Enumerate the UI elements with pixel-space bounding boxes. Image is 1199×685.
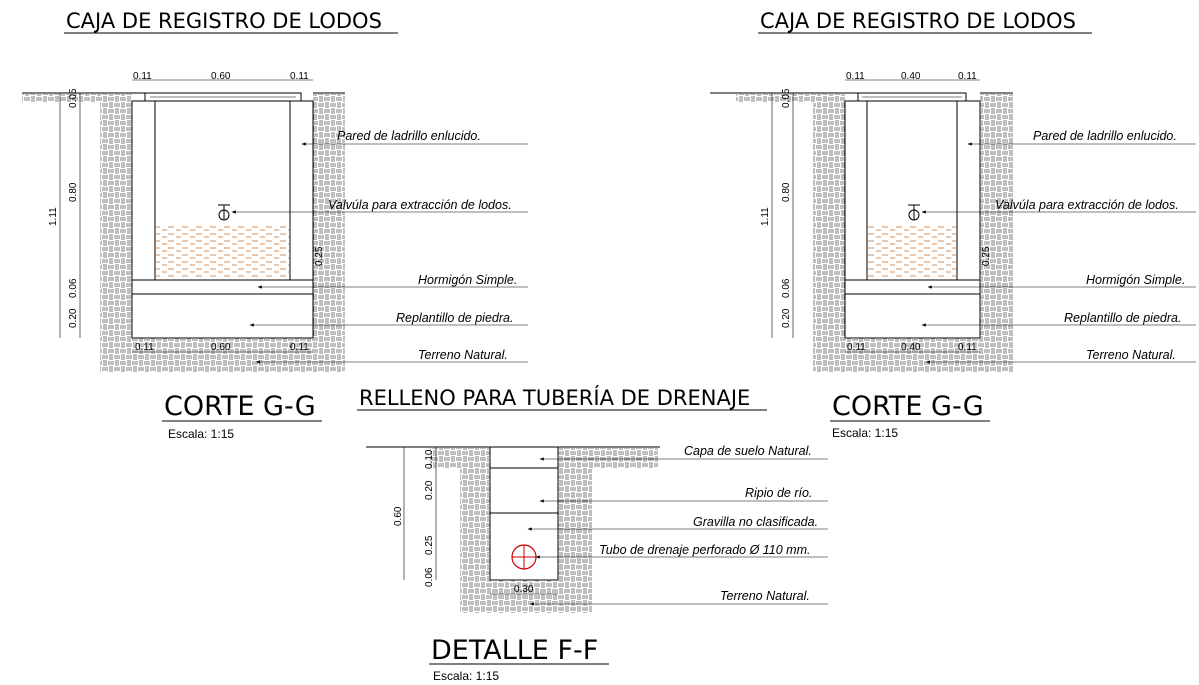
- right-box-title: CAJA DE REGISTRO DE LODOS: [760, 9, 1076, 33]
- drain-section-title: DETALLE F-F: [431, 635, 598, 666]
- right-bottom-dim-3: 0.11: [958, 342, 977, 353]
- right-dim-wall: 0.80: [781, 182, 792, 202]
- left-sludge: [156, 226, 289, 278]
- drain-label-topsoil: Capa de suelo Natural.: [684, 444, 812, 458]
- right-section-title: CORTE G-G: [832, 391, 984, 422]
- drain-soil-left: [460, 468, 490, 613]
- left-label-wall: Pared de ladrillo enlucido.: [337, 129, 481, 143]
- drain-soil-top-right: [558, 448, 658, 468]
- right-wall-left: [844, 100, 868, 281]
- right-dim-base: 0.20: [781, 308, 792, 328]
- right-label-stone: Replantillo de piedra.: [1064, 311, 1181, 325]
- left-soil-left: [100, 94, 132, 372]
- right-soil-right: [980, 94, 1013, 372]
- drain-label-ground: Terreno Natural.: [720, 589, 810, 603]
- right-bottom-dim-2: 0.40: [901, 342, 921, 353]
- left-dim-concrete: 0.06: [68, 278, 79, 298]
- left-scale: Escala: 1:15: [168, 427, 234, 441]
- drain-pipe-icon: [511, 544, 537, 570]
- drain-soil-right: [558, 468, 592, 613]
- right-valve-icon: [908, 204, 920, 221]
- left-soil-right: [313, 94, 345, 372]
- right-top-dim-1: 0.11: [846, 71, 865, 82]
- left-dim-top: 0.05: [68, 88, 79, 108]
- drain-dim-2: 0.20: [424, 480, 435, 500]
- right-dim-total: 1.11: [760, 207, 771, 226]
- left-label-stone: Replantillo de piedra.: [396, 311, 513, 325]
- right-top-dim-3: 0.11: [958, 71, 977, 82]
- left-wall-right: [289, 100, 314, 281]
- right-label-valve: Valvúla para extracción de lodos.: [995, 198, 1179, 212]
- left-soil-surface: [22, 94, 132, 102]
- left-dim-total: 1.11: [48, 207, 59, 226]
- drain-dim-total: 0.60: [393, 506, 404, 526]
- drain-dim-3: 0.25: [424, 535, 435, 555]
- right-top-dim-2: 0.40: [901, 71, 921, 82]
- drain-topsoil-layer: [489, 446, 559, 469]
- drain-river-gravel-layer: [489, 467, 559, 514]
- drain-scale: Escala: 1:15: [433, 669, 499, 683]
- left-label-ground: Terreno Natural.: [418, 348, 508, 362]
- drain-soil-bottom: [490, 580, 558, 613]
- left-label-concrete: Hormigón Simple.: [418, 273, 517, 287]
- left-box-title: CAJA DE REGISTRO DE LODOS: [66, 9, 382, 33]
- left-top-dim-2: 0.60: [211, 71, 231, 82]
- drain-label-river-gravel: Ripio de río.: [745, 486, 812, 500]
- left-dim-sludge: 0.25: [314, 246, 325, 266]
- right-stone-base: [844, 293, 981, 339]
- drain-fine-gravel-layer: [489, 512, 559, 581]
- left-dim-base: 0.20: [68, 308, 79, 328]
- right-label-concrete: Hormigón Simple.: [1086, 273, 1185, 287]
- drain-detail-section: RELLENO PARA TUBERÍA DE DRENAJE 0.60 0.1…: [357, 385, 828, 683]
- left-soil-bottom: [132, 338, 313, 372]
- right-soil-bottom: [845, 338, 980, 372]
- right-label-ground: Terreno Natural.: [1086, 348, 1176, 362]
- drain-soil-top-left: [430, 448, 490, 468]
- left-top-dim-1: 0.11: [133, 71, 152, 82]
- right-sludge: [868, 226, 956, 278]
- right-soil-left: [813, 94, 845, 372]
- drain-dim-1: 0.10: [424, 449, 435, 469]
- right-bottom-dim-1: 0.11: [847, 342, 866, 353]
- right-soil-surface: [736, 94, 845, 102]
- drain-label-fine-gravel: Gravilla no clasificada.: [693, 515, 818, 529]
- right-box-section: CAJA DE REGISTRO DE LODOS 0.11 0.40 0.11…: [710, 9, 1196, 440]
- left-bottom-dim-3: 0.11: [290, 342, 309, 353]
- drain-label-pipe: Tubo de drenaje perforado Ø 110 mm.: [599, 543, 810, 557]
- left-valve-icon: [218, 204, 230, 221]
- right-dim-top: 0.05: [781, 88, 792, 108]
- left-dim-wall: 0.80: [68, 182, 79, 202]
- left-bottom-dim-1: 0.11: [135, 342, 154, 353]
- right-dim-sludge: 0.25: [981, 246, 992, 266]
- right-scale: Escala: 1:15: [832, 426, 898, 440]
- drain-title: RELLENO PARA TUBERÍA DE DRENAJE: [359, 385, 750, 410]
- right-label-wall: Pared de ladrillo enlucido.: [1033, 129, 1177, 143]
- left-bottom-dim-2: 0.60: [211, 342, 231, 353]
- right-wall-right: [956, 100, 981, 281]
- left-top-dim-3: 0.11: [290, 71, 309, 82]
- drain-dim-width: 0.30: [514, 584, 534, 595]
- left-section-title: CORTE G-G: [164, 391, 316, 422]
- left-stone-base: [131, 293, 314, 339]
- drain-dim-4: 0.06: [424, 567, 435, 587]
- left-label-valve: Valvúla para extracción de lodos.: [328, 198, 512, 212]
- left-box-section: CAJA DE REGISTRO DE LODOS 0.1: [22, 9, 528, 441]
- left-wall-left: [131, 100, 156, 281]
- right-dim-concrete: 0.06: [781, 278, 792, 298]
